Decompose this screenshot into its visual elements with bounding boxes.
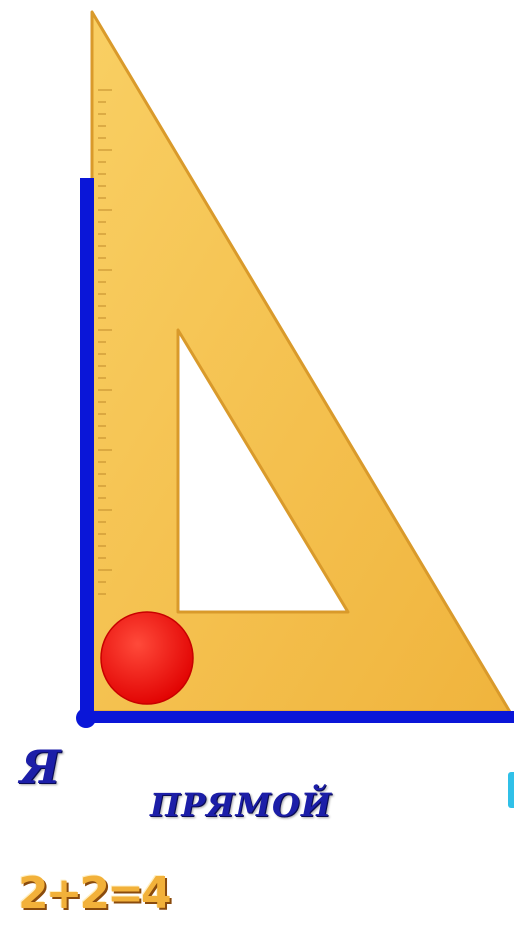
angle-word-label: ПРЯМОЙ <box>150 786 332 824</box>
vertex-point-icon <box>76 708 96 728</box>
vertex-label: Я <box>20 740 61 794</box>
vertical-ray <box>80 178 94 722</box>
edge-mark <box>508 772 514 808</box>
math-badge-icon: 2+2=4 <box>18 868 169 919</box>
set-square-icon <box>92 12 510 712</box>
horizontal-ray <box>80 711 514 723</box>
red-ball-icon <box>101 612 193 704</box>
